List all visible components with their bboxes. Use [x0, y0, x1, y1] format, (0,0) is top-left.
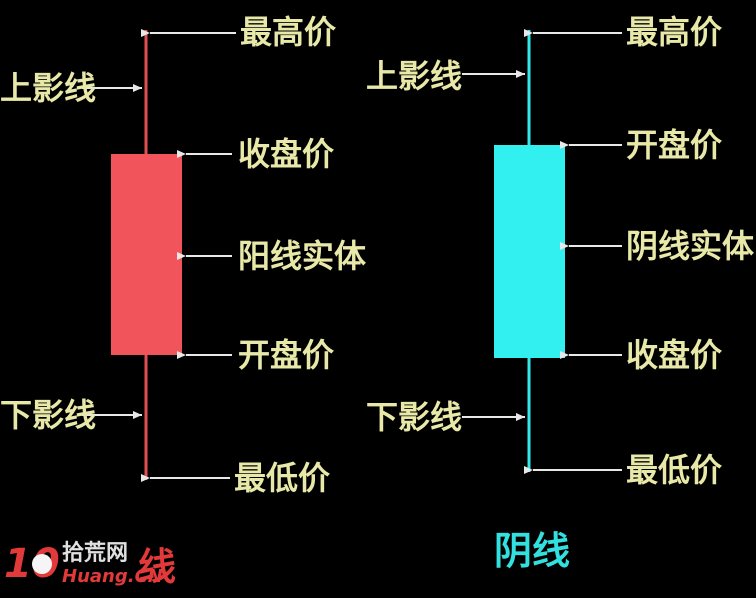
bullish-caption: 线 [138, 545, 177, 589]
watermark-site: Huang.CN [62, 566, 163, 587]
bearish-open-label: 开盘价 [626, 126, 723, 164]
bullish-body [111, 154, 182, 355]
bearish-upper-shadow-label: 上影线 [366, 57, 463, 95]
bearish-body [494, 145, 565, 358]
bullish-low-label: 最低价 [234, 459, 331, 497]
bullish-open-label: 开盘价 [238, 336, 335, 374]
site-watermark-logo: 10 拾荒网 Huang.CN [4, 540, 163, 592]
bearish-close-label: 收盘价 [626, 336, 723, 374]
bullish-body-label: 阳线实体 [238, 237, 367, 275]
bearish-lower-shadow-label: 下影线 [366, 398, 463, 436]
bearish-caption: 阴线 [494, 529, 571, 573]
bearish-body-label: 阴线实体 [626, 227, 755, 265]
bearish-low-label: 最低价 [626, 451, 723, 489]
watermark-dot-icon [32, 554, 52, 574]
watermark-name: 拾荒网 [62, 541, 129, 566]
bearish-high-label: 最高价 [626, 13, 723, 51]
bullish-close-label: 收盘价 [238, 135, 335, 173]
bullish-upper-shadow-label: 上影线 [0, 69, 97, 107]
bullish-high-label: 最高价 [240, 13, 337, 51]
bullish-lower-shadow-label: 下影线 [0, 396, 97, 434]
